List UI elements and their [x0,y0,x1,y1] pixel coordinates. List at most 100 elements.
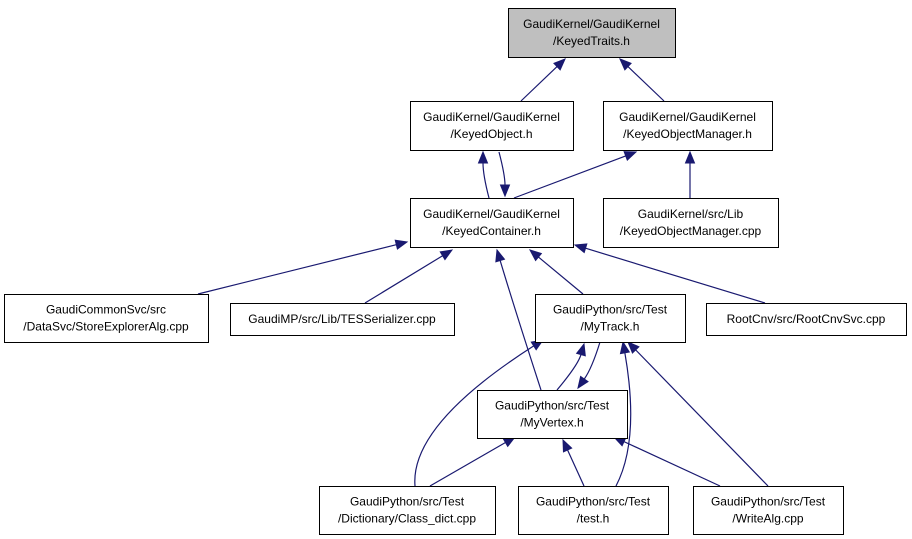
edge-line [567,449,585,487]
arrowhead [394,239,409,250]
edge-storeexploreralg-to-keyedcontainer [197,239,409,295]
node-label-line: /KeyedObject.h [450,127,532,141]
node-label-line: /Dictionary/Class_dict.cpp [338,512,476,526]
node-label-line: GaudiPython/src/Test [536,495,651,509]
node-label-line: /KeyedObjectManager.h [623,127,752,141]
node-keyedtraits[interactable]: GaudiKernel/GaudiKernel/KeyedTraits.h [508,8,676,58]
node-tesserializer[interactable]: GaudiMP/src/Lib/TESSerializer.cpp [230,303,455,336]
node-label-line: GaudiKernel/GaudiKernel [523,17,660,31]
edge-line [556,354,582,391]
edge-keyedobjectmanager_h-to-keyedtraits [619,58,665,102]
edge-line [499,260,542,391]
node-label-line: /test.h [577,512,610,526]
node-label-line: /KeyedObjectManager.cpp [620,224,762,238]
edge-line [627,66,665,102]
node-box [410,101,574,151]
node-label-line: GaudiKernel/GaudiKernel [619,110,756,124]
arrowhead [573,243,588,254]
node-test_h[interactable]: GaudiPython/src/Test/test.h [518,486,669,535]
node-box [508,8,676,58]
node-label-line: /MyTrack.h [581,320,640,334]
edge-test_h-to-mytrack [615,340,632,487]
node-class_dict[interactable]: GaudiPython/src/Test/Dictionary/Class_di… [319,486,496,535]
node-box [230,303,455,336]
edge-line [498,151,506,186]
node-box [693,486,844,535]
node-label-line: /WriteAlg.cpp [732,512,803,526]
node-writealg[interactable]: GaudiPython/src/Test/WriteAlg.cpp [693,486,844,535]
node-mytrack[interactable]: GaudiPython/src/Test/MyTrack.h [535,294,686,343]
edge-writealg-to-myvertex [612,436,721,487]
node-label-line: GaudiPython/src/Test [553,303,668,317]
arrowhead [619,58,632,71]
node-label-line: /MyVertex.h [520,416,583,430]
edge-line [429,441,506,487]
edge-mytrack-to-myvertex [577,341,601,390]
arrowhead [627,341,640,354]
arrowhead [575,342,586,357]
arrowhead [499,184,511,198]
edge-line [538,256,584,295]
edge-class_dict-to-myvertex [429,436,517,487]
node-box [535,294,686,343]
node-box [603,101,773,151]
edges-layer [197,58,769,487]
edge-keyedcontainer-to-keyedobjectmanager_h [513,151,638,199]
arrowhead [623,151,638,161]
node-label-line: GaudiPython/src/Test [495,399,610,413]
edge-line [197,244,397,295]
edge-line [513,155,626,199]
edge-line [635,349,769,487]
arrowhead [562,438,573,453]
edge-rootcnvsvc-to-keyedcontainer [573,243,766,304]
edge-line [583,341,601,380]
edge-keyedcontainer-to-keyedobject [477,150,490,199]
node-label-line: /KeyedTraits.h [553,34,630,48]
edge-tesserializer-to-keyedcontainer [364,249,454,304]
node-keyedobjectmanager_cpp[interactable]: GaudiKernel/src/Lib/KeyedObjectManager.c… [603,198,779,248]
node-keyedobjectmanager_h[interactable]: GaudiKernel/GaudiKernel/KeyedObjectManag… [603,101,773,151]
node-label-line: GaudiKernel/src/Lib [638,207,744,221]
edge-line [623,441,721,487]
edge-line [520,66,558,102]
node-box [518,486,669,535]
arrowhead [577,375,589,390]
edge-keyedobjectmanager_cpp-to-keyedobjectmanager_h [684,150,696,198]
node-label-line: /DataSvc/StoreExplorerAlg.cpp [23,320,189,334]
edge-keyedobject-to-keyedtraits [520,58,566,102]
edge-line [414,345,535,487]
edge-line [482,162,490,199]
edge-keyedobject-to-keyedcontainer [498,151,511,198]
edge-mytrack-to-keyedcontainer [528,249,584,295]
edge-line [585,247,766,304]
node-label-line: /KeyedContainer.h [442,224,541,238]
node-label-line: GaudiPython/src/Test [711,495,826,509]
node-box [319,486,496,535]
arrowhead [495,248,506,263]
node-label-line: RootCnv/src/RootCnvSvc.cpp [727,312,886,326]
node-box [4,294,209,343]
node-box [706,303,907,336]
node-box [410,198,574,248]
edge-line [364,255,443,304]
arrowhead [528,249,543,262]
node-box [603,198,779,248]
node-label-line: GaudiMP/src/Lib/TESSerializer.cpp [248,312,436,326]
edge-myvertex-to-mytrack [556,342,586,391]
edge-myvertex-to-keyedcontainer [495,248,542,391]
node-label-line: GaudiKernel/GaudiKernel [423,110,560,124]
node-label-line: GaudiKernel/GaudiKernel [423,207,560,221]
arrowhead [439,249,454,261]
arrowhead [619,340,631,355]
node-keyedobject[interactable]: GaudiKernel/GaudiKernel/KeyedObject.h [410,101,574,151]
node-myvertex[interactable]: GaudiPython/src/Test/MyVertex.h [477,390,628,439]
node-keyedcontainer[interactable]: GaudiKernel/GaudiKernel/KeyedContainer.h [410,198,574,248]
node-rootcnvsvc[interactable]: RootCnv/src/RootCnvSvc.cpp [706,303,907,336]
edge-line [615,352,632,487]
node-label-line: GaudiPython/src/Test [350,495,465,509]
edge-writealg-to-mytrack [627,341,769,487]
edge-test_h-to-myvertex [562,438,585,487]
nodes-layer: GaudiKernel/GaudiKernel/KeyedTraits.hGau… [4,8,907,535]
node-storeexploreralg[interactable]: GaudiCommonSvc/src/DataSvc/StoreExplorer… [4,294,209,343]
